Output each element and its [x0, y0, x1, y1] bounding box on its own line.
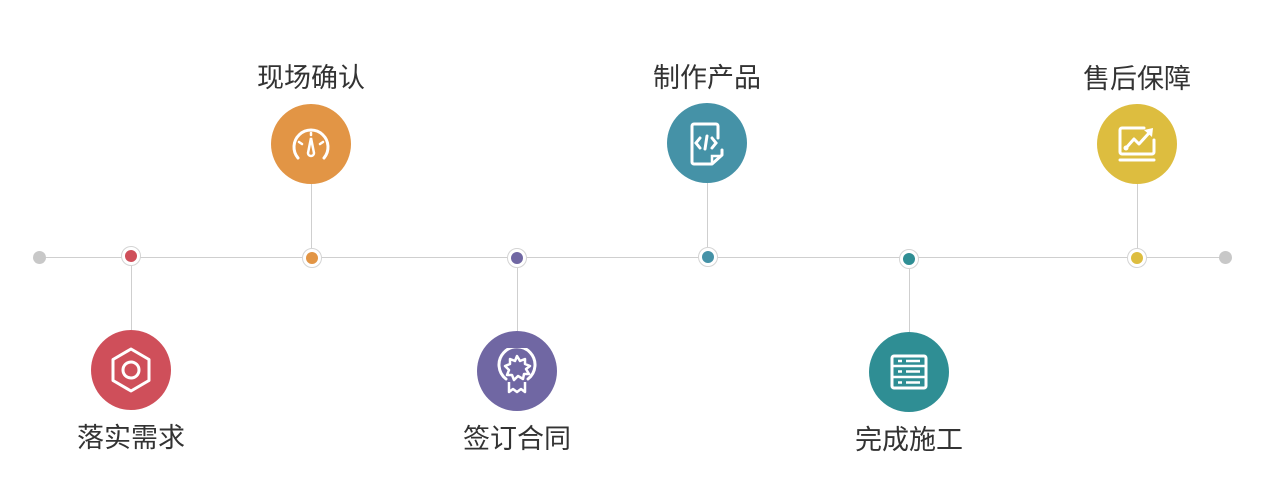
- connector: [1137, 184, 1138, 248]
- step-4-label: 制作产品: [653, 63, 761, 94]
- timeline-node: [302, 248, 322, 268]
- timeline-node: [507, 248, 527, 268]
- timeline-node: [1127, 248, 1147, 268]
- timeline-axis: [39, 257, 1225, 258]
- step-2-label: 现场确认: [257, 63, 365, 94]
- step-2-circle[interactable]: [271, 104, 351, 184]
- step-5-circle[interactable]: [869, 332, 949, 412]
- connector: [909, 269, 910, 332]
- step-6-label: 售后保障: [1083, 64, 1191, 95]
- award-badge-icon: [497, 348, 537, 394]
- timeline-end-dot: [1219, 251, 1232, 264]
- gauge-icon: [292, 128, 330, 160]
- trend-chart-icon: [1118, 126, 1156, 162]
- server-list-icon: [890, 354, 928, 390]
- code-file-icon: [690, 122, 724, 166]
- step-1-circle[interactable]: [91, 330, 171, 410]
- timeline-node: [698, 247, 718, 267]
- connector: [517, 268, 518, 331]
- step-3-label: 签订合同: [463, 424, 571, 455]
- connector: [131, 266, 132, 330]
- timeline-node: [899, 249, 919, 269]
- step-4-circle[interactable]: [667, 103, 747, 183]
- step-1-label: 落实需求: [77, 423, 185, 454]
- timeline-node: [121, 246, 141, 266]
- hexagon-nut-icon: [111, 347, 151, 393]
- connector: [311, 184, 312, 248]
- step-3-circle[interactable]: [477, 331, 557, 411]
- step-5-label: 完成施工: [855, 425, 963, 456]
- timeline-start-dot: [33, 251, 46, 264]
- connector: [707, 183, 708, 247]
- step-6-circle[interactable]: [1097, 104, 1177, 184]
